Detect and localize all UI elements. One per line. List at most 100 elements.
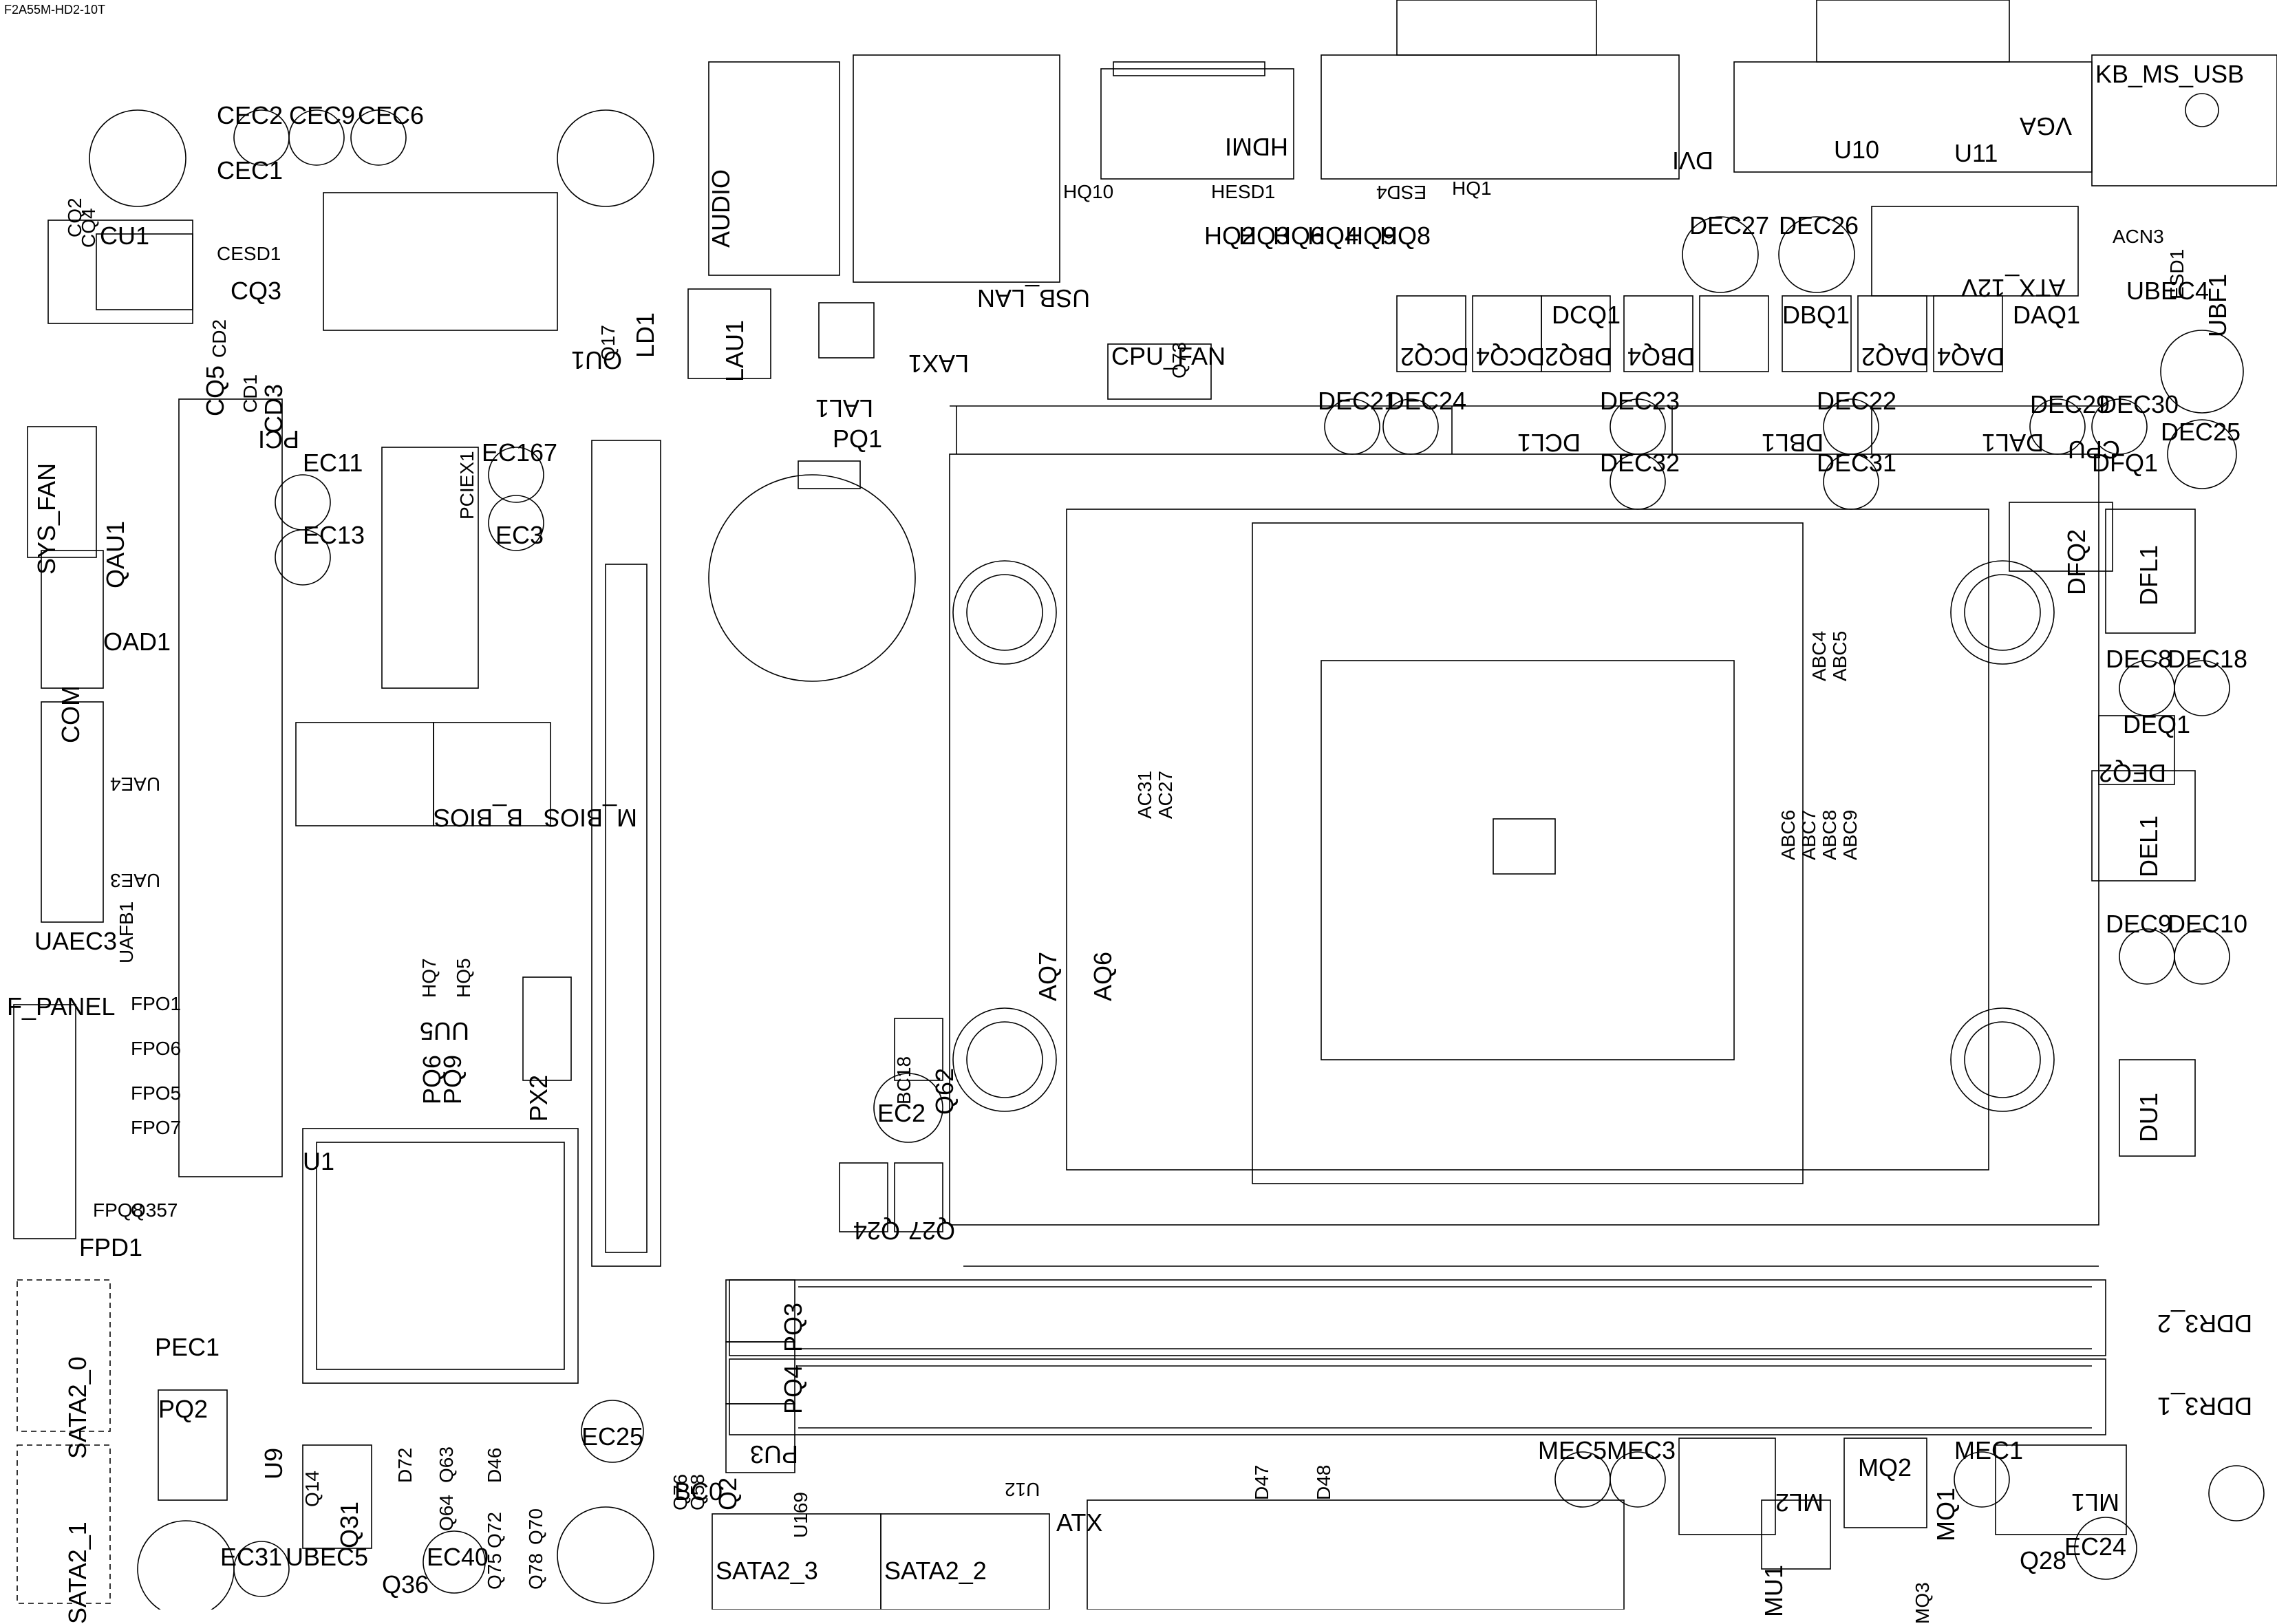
component-label-dec18: DEC18 [2168, 645, 2248, 673]
component-label-q36: Q36 [382, 1570, 429, 1599]
component-label-ec3: EC3 [495, 521, 544, 549]
component-label-abc8: ABC8 [1819, 809, 1840, 860]
component-label-hq5: HQ5 [453, 958, 474, 998]
component-label-q64: Q64 [436, 1495, 457, 1531]
component-label-ec31: EC31 [220, 1543, 283, 1571]
component-label-mq1: MQ1 [1932, 1487, 1960, 1541]
component-label-q62: Q62 [930, 1067, 959, 1115]
component-label-dec10: DEC10 [2168, 910, 2248, 938]
component-label-cec6: CEC6 [358, 101, 425, 129]
component-label-q357: Q357 [131, 1199, 178, 1221]
component-label-dec29: DEC29 [2030, 390, 2110, 418]
component-label-q70: Q70 [525, 1508, 546, 1545]
component-label-uafb1: UAFB1 [116, 901, 137, 963]
component-label-ec11: EC11 [303, 449, 363, 477]
component-label-dbq4: DBQ4 [1627, 343, 1696, 371]
component-label-ubec5: UBEC5 [286, 1543, 369, 1571]
component-label-acn3: ACN3 [2113, 226, 2164, 247]
component-label-ml2: ML2 [1775, 1488, 1824, 1517]
component-label-cq5: CQ5 [201, 365, 229, 416]
component-label-dec24: DEC24 [1387, 387, 1467, 415]
component-label-usb-lan: USB_LAN [977, 284, 1091, 312]
component-label-q27: Q27 [908, 1217, 956, 1245]
component-label-m-bios: M_BIOS [544, 804, 638, 832]
component-label-hq2: HQ2 [1204, 222, 1256, 250]
component-label-sata2-2: SATA2_2 [884, 1557, 987, 1585]
component-label-f-panel: F_PANEL [7, 992, 116, 1021]
component-label-d48: D48 [1313, 1464, 1334, 1500]
component-label-q72: Q72 [484, 1512, 505, 1548]
component-label-pu3: PU3 [750, 1440, 799, 1468]
component-label-d47: D47 [1251, 1464, 1272, 1500]
component-label-daq4: DAQ4 [1937, 343, 2005, 371]
component-label-u9: U9 [259, 1447, 288, 1479]
component-label-pq2: PQ2 [158, 1395, 209, 1423]
component-label-dec21: DEC21 [1318, 387, 1398, 415]
component-label-uaec3: UAEC3 [34, 927, 118, 955]
component-label-dfq2: DFQ2 [2062, 528, 2091, 595]
component-label-atx-12v: ATX_12V [1961, 274, 2066, 302]
component-label-dec31: DEC31 [1817, 449, 1897, 477]
component-label-bc0: BC0 [674, 1477, 723, 1506]
component-label-esd4: ESD4 [1376, 182, 1427, 203]
component-label-q31: Q31 [335, 1501, 363, 1548]
component-label-dec27: DEC27 [1689, 211, 1770, 239]
component-label-u10: U10 [1834, 136, 1880, 164]
component-label-ddr3-2: DDR3_2 [2157, 1310, 2253, 1338]
component-label-abc7: ABC7 [1798, 809, 1819, 860]
component-label-dfq1: DFQ1 [2092, 449, 2159, 477]
component-label-hdmi: HDMI [1225, 133, 1288, 161]
component-label-ec167: EC167 [482, 438, 558, 467]
component-label-lax1: LAX1 [908, 350, 970, 378]
component-label-dbq1: DBQ1 [1782, 301, 1850, 329]
component-label-sys-fan: SYS_FAN [32, 462, 61, 575]
component-label-com: COM [56, 685, 85, 743]
component-label-b-bios: B_BIOS [434, 804, 524, 832]
component-label-dec23: DEC23 [1600, 387, 1680, 415]
component-label-fpo1: FPO1 [131, 993, 182, 1014]
component-label-ml1: ML1 [2071, 1488, 2120, 1517]
component-label-ld1: LD1 [631, 312, 659, 358]
component-label-mec5: MEC5 [1538, 1436, 1607, 1464]
component-label-pq3: PQ3 [779, 1302, 807, 1352]
component-label-uae3: UAE3 [110, 870, 161, 891]
component-label-cd3: CD3 [259, 383, 288, 434]
component-label-bc18: BC18 [893, 1056, 915, 1104]
component-label-cd2: CD2 [209, 319, 230, 358]
component-label-qau1: QAU1 [101, 520, 129, 588]
component-label-d72: D72 [394, 1447, 416, 1483]
component-label-ac31: AC31 [1134, 770, 1155, 819]
component-label-cesd1: CESD1 [217, 243, 281, 264]
component-label-u12: U12 [1005, 1479, 1040, 1500]
component-label-hq10: HQ10 [1063, 181, 1114, 202]
component-label-daq2: DAQ2 [1861, 343, 1929, 371]
component-label-cq4: CQ4 [78, 208, 99, 248]
component-label-dbl1: DBL1 [1762, 429, 1824, 457]
component-label-pec1: PEC1 [155, 1333, 220, 1361]
component-label-uae4: UAE4 [110, 773, 161, 795]
component-label-q14: Q14 [301, 1471, 323, 1507]
component-label-mq2: MQ2 [1858, 1453, 1912, 1482]
component-label-pq9: PQ9 [438, 1054, 467, 1104]
component-label-mq3: MQ3 [1912, 1582, 1933, 1624]
component-label-aq7: AQ7 [1034, 951, 1062, 1001]
component-label-cec9: CEC9 [289, 101, 356, 129]
component-label-q58: Q58 [687, 1474, 708, 1510]
component-label-daq1: DAQ1 [2013, 301, 2081, 329]
component-label-cd1: CD1 [239, 374, 261, 413]
component-label-px2: PX2 [524, 1074, 553, 1122]
component-label-kb-ms-usb: KB_MS_USB [2095, 60, 2245, 88]
component-label-sata2-3: SATA2_3 [716, 1557, 818, 1585]
component-label-dvi: DVI [1672, 147, 1714, 175]
component-label-cec1: CEC1 [217, 156, 284, 184]
component-label-audio: AUDIO [707, 169, 735, 248]
component-label-hq6: HQ6 [1273, 222, 1325, 250]
board-title: F2A55M-HD2-10T [4, 3, 106, 17]
component-label-deq2: DEQ2 [2099, 759, 2167, 787]
component-label-dcl1: DCL1 [1517, 429, 1581, 457]
component-label-sata2-0: SATA2_0 [63, 1356, 92, 1459]
component-label-dec9: DEC9 [2106, 910, 2172, 938]
component-label-oad1: OAD1 [103, 628, 171, 656]
component-label-fpd1: FPD1 [79, 1233, 143, 1261]
